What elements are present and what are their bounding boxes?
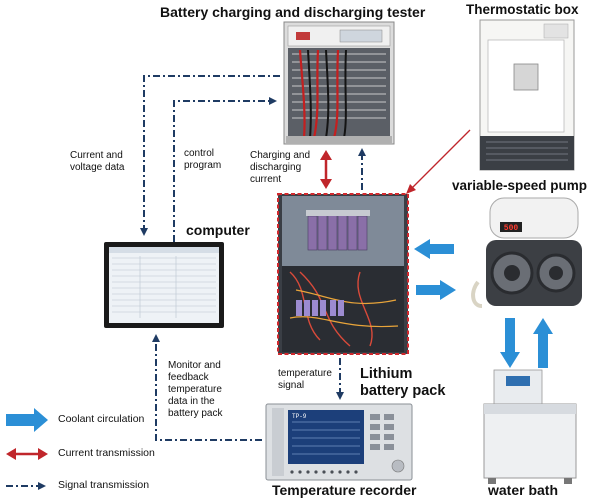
coolant-arrow-pump-to-bath [500, 318, 520, 368]
legend-coolant-glyph [6, 408, 48, 432]
coolant-arrow-bath-to-pump [533, 318, 553, 368]
annotation-monitor-feedback: Monitor and feedback temperature data in… [168, 360, 223, 419]
current-arrow-tester-battery [320, 150, 332, 189]
battery-pack-dashed-border [277, 193, 409, 355]
water-bath-device [483, 369, 577, 484]
computer-title: computer [186, 222, 250, 238]
link-tester-to-computer [140, 75, 280, 236]
temperature-recorder-device: TP-9 [265, 403, 413, 481]
lithium-battery-pack-device [277, 193, 409, 355]
recorder-title: Temperature recorder [272, 482, 417, 498]
water-bath-title: water bath [488, 482, 559, 498]
coolant-arrow-battery-to-pump [416, 280, 456, 300]
variable-speed-pump-device: 500 [471, 197, 582, 308]
annotation-charging-current: Charging and discharging current [250, 150, 311, 185]
annotation-current-voltage: Current and voltage data [70, 150, 125, 173]
coolant-arrow-pump-to-battery [414, 239, 454, 259]
battery-pack-title-line2: battery pack [360, 383, 446, 399]
pump-display-readout: 500 [504, 224, 519, 233]
computer-device [104, 242, 224, 328]
battery-tester-device [283, 21, 395, 145]
legend-current-glyph [6, 448, 48, 460]
legend-current-label: Current transmission [58, 447, 155, 459]
recorder-model-readout: TP-9 [292, 413, 307, 420]
legend-coolant-label: Coolant circulation [58, 413, 145, 425]
thermostatic-box-device [479, 19, 575, 171]
thermostat-pointer-arrow [406, 129, 471, 194]
annotation-control-program: control program [184, 148, 222, 171]
legend-signal-label: Signal transmission [58, 479, 150, 491]
link-recorder-to-computer [152, 334, 262, 441]
battery-pack-title-line1: Lithium [360, 366, 413, 382]
thermostat-title: Thermostatic box [466, 2, 579, 17]
annotation-temperature-signal: temperature signal [278, 368, 332, 391]
battery-pack-title: Lithium battery pack [360, 366, 445, 400]
link-computer-to-tester [173, 97, 277, 242]
tester-title: Battery charging and discharging tester [160, 4, 426, 20]
pump-title: variable-speed pump [452, 178, 588, 193]
